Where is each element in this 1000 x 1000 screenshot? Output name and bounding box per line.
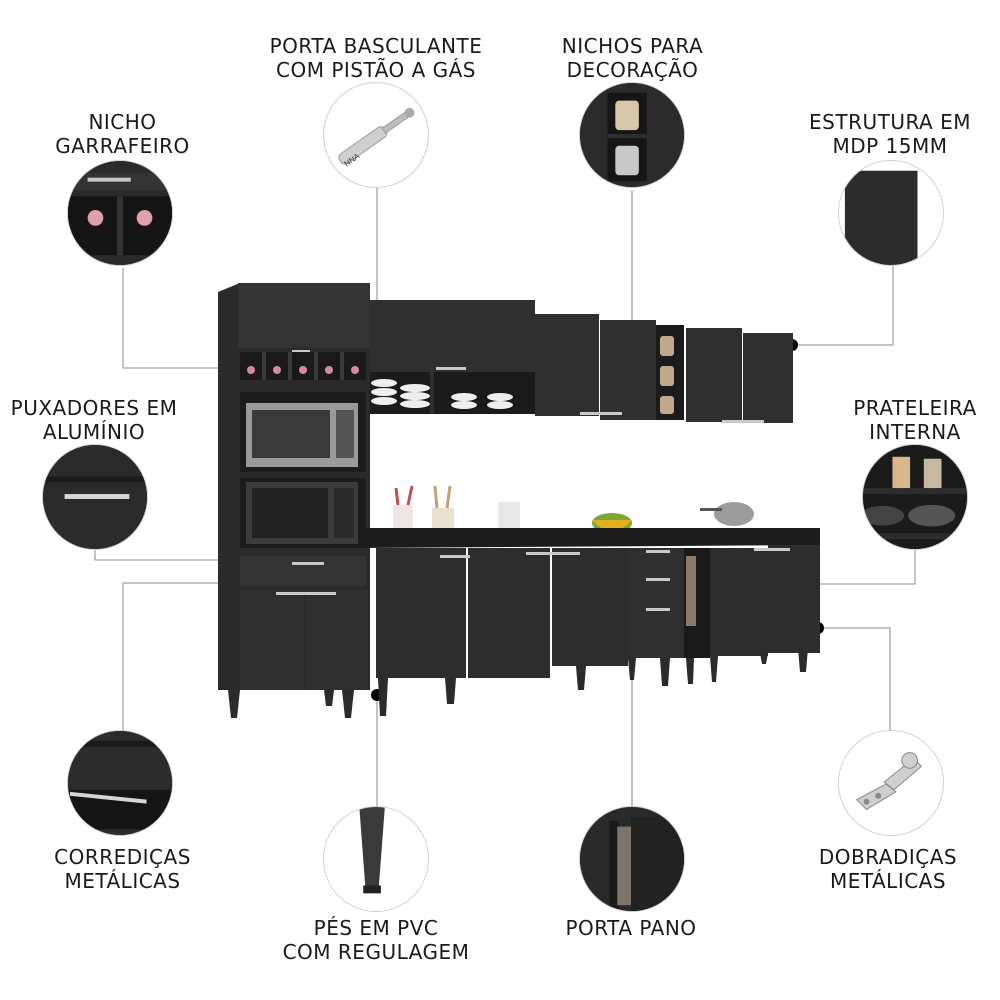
label-nichos-decoracao: NICHOS PARA DECORAÇÃO bbox=[530, 34, 735, 82]
label-line-1: NICHO bbox=[88, 110, 157, 134]
countertop-objects bbox=[393, 485, 754, 540]
label-puxadores: PUXADORES EM ALUMÍNIO bbox=[4, 396, 184, 444]
pvc-foot-detail-circle bbox=[323, 806, 429, 912]
mdp-structure-detail-circle bbox=[838, 160, 944, 266]
gas-piston-detail-circle: NNA bbox=[323, 82, 429, 188]
label-line-1: PRATELEIRA bbox=[853, 396, 977, 420]
label-line-1: PÉS EM PVC bbox=[313, 916, 439, 940]
label-dobradicas: DOBRADIÇAS METÁLICAS bbox=[793, 845, 983, 893]
label-line-1: NICHOS PARA bbox=[561, 34, 704, 58]
label-line-2: METÁLICAS bbox=[829, 869, 947, 893]
aluminum-handle-detail-circle bbox=[42, 444, 148, 550]
wine-rack-detail-circle bbox=[67, 160, 173, 266]
label-estrutura: ESTRUTURA EM MDP 15MM bbox=[790, 110, 990, 158]
label-line-1: CORREDIÇAS bbox=[54, 845, 191, 869]
label-corredicas: CORREDIÇAS METÁLICAS bbox=[30, 845, 215, 893]
label-porta-basculante: PORTA BASCULANTE COM PISTÃO A GÁS bbox=[256, 34, 496, 82]
label-prateleira: PRATELEIRA INTERNA bbox=[830, 396, 1000, 444]
label-line-2: COM REGULAGEM bbox=[282, 940, 470, 964]
label-pes: PÉS EM PVC COM REGULAGEM bbox=[266, 916, 486, 964]
metal-hinge-detail-circle bbox=[838, 730, 944, 836]
label-line-1: PORTA BASCULANTE bbox=[269, 34, 483, 58]
tall-column-cabinet bbox=[218, 283, 370, 718]
label-line-2: DECORAÇÃO bbox=[566, 58, 699, 82]
decoration-niche-detail-circle bbox=[579, 82, 685, 188]
label-line-1: PORTA PANO bbox=[565, 916, 697, 940]
label-line-1: DOBRADIÇAS bbox=[818, 845, 958, 869]
base-cabinets bbox=[366, 528, 820, 716]
label-line-1: PUXADORES EM bbox=[10, 396, 178, 420]
towel-holder-detail-circle bbox=[579, 806, 685, 912]
label-nicho-garrafeiro: NICHO GARRAFEIRO bbox=[30, 110, 215, 158]
label-line-1: ESTRUTURA EM bbox=[809, 110, 971, 134]
label-line-2: ALUMÍNIO bbox=[42, 420, 146, 444]
label-porta-pano: PORTA PANO bbox=[540, 916, 722, 940]
metal-slide-detail-circle bbox=[67, 730, 173, 836]
inner-shelf-detail-circle bbox=[862, 444, 968, 550]
label-line-2: GARRAFEIRO bbox=[55, 134, 190, 158]
upper-cabinets bbox=[370, 300, 793, 423]
label-line-2: MDP 15MM bbox=[832, 134, 948, 158]
label-line-2: COM PISTÃO A GÁS bbox=[276, 58, 476, 82]
label-line-2: METÁLICAS bbox=[64, 869, 181, 893]
label-line-2: INTERNA bbox=[869, 420, 961, 444]
